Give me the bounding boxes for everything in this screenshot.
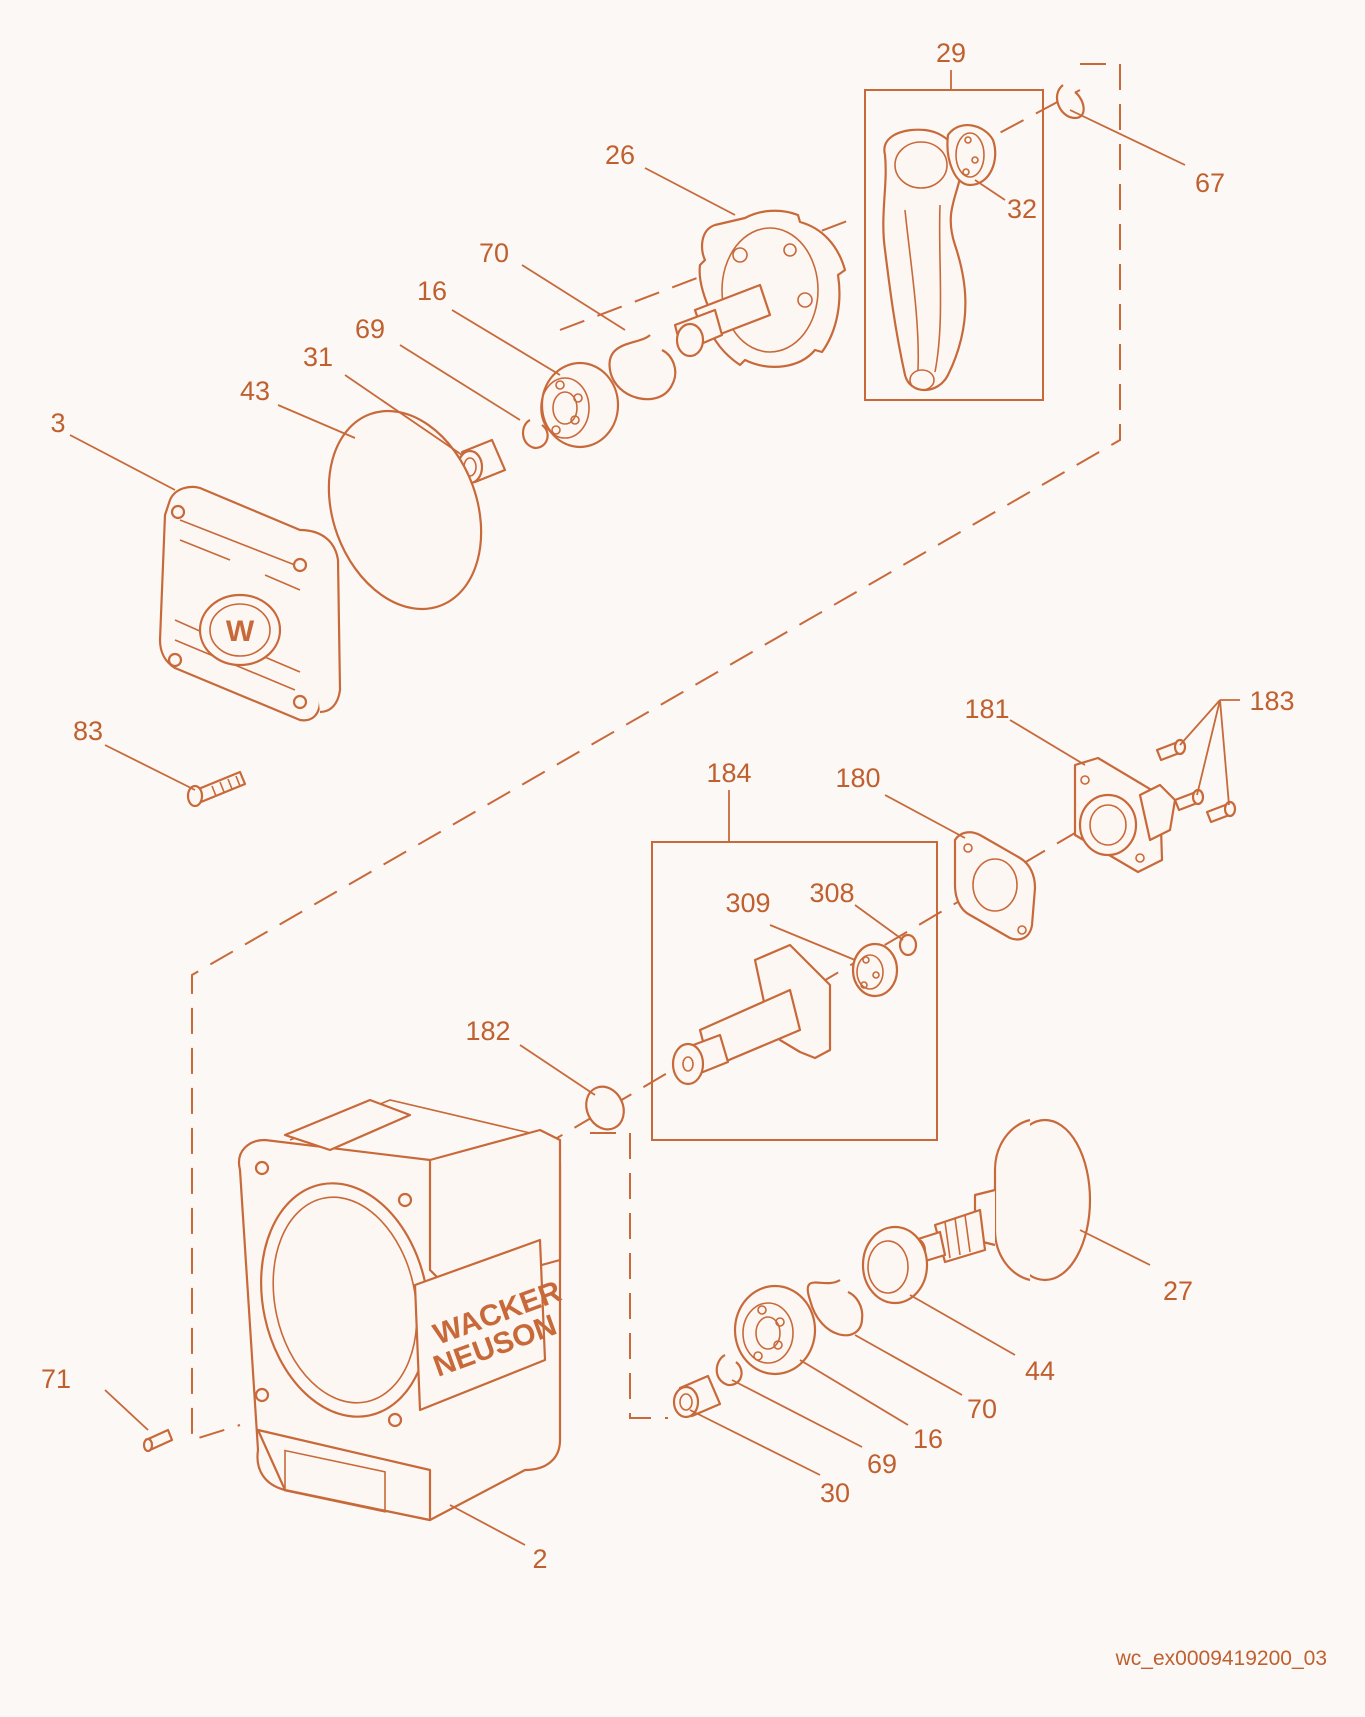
label-16-upper: 16 — [417, 276, 447, 306]
part-180-gasket — [953, 831, 1037, 941]
leader-lines — [69, 70, 1240, 1546]
part-44-seal — [861, 1225, 929, 1305]
part-70-retaining-ring-lower — [806, 1279, 864, 1337]
part-2-housing: WACKER NEUSON — [237, 1098, 566, 1522]
label-184: 184 — [706, 758, 751, 788]
label-70-upper: 70 — [479, 238, 509, 268]
label-2: 2 — [532, 1544, 547, 1574]
label-31: 31 — [303, 342, 333, 372]
label-183: 183 — [1249, 686, 1294, 716]
part-labels: 29 67 32 26 70 16 69 31 43 3 83 181 183 … — [41, 38, 1295, 1574]
part-71-pin — [142, 1428, 174, 1453]
label-69-upper: 69 — [355, 314, 385, 344]
label-32: 32 — [1007, 194, 1037, 224]
part-67-circlip — [1056, 84, 1085, 120]
part-31-needle-sleeve — [456, 438, 507, 485]
label-29: 29 — [936, 38, 966, 68]
part-69-circlip-upper — [522, 419, 549, 450]
part-83-screw — [186, 770, 247, 808]
label-67: 67 — [1195, 168, 1225, 198]
part-30-needle-sleeve — [672, 1374, 722, 1419]
label-83: 83 — [73, 716, 103, 746]
part-27-clutch-drum — [909, 1118, 1092, 1282]
part-70-retaining-ring-upper — [608, 334, 677, 401]
label-16-lower: 16 — [913, 1424, 943, 1454]
part-184-shaft-assembly — [651, 841, 938, 1141]
reference-code: wc_ex0009419200_03 — [1115, 1647, 1327, 1670]
label-182: 182 — [465, 1016, 510, 1046]
label-44: 44 — [1025, 1356, 1055, 1386]
label-70-lower: 70 — [967, 1394, 997, 1424]
label-27: 27 — [1163, 1276, 1193, 1306]
label-43: 43 — [240, 376, 270, 406]
label-26: 26 — [605, 140, 635, 170]
label-309: 309 — [725, 888, 770, 918]
label-180: 180 — [835, 763, 880, 793]
part-16-bearing-lower — [733, 1284, 817, 1376]
label-181: 181 — [964, 694, 1009, 724]
label-3: 3 — [50, 408, 65, 438]
label-308: 308 — [809, 878, 854, 908]
part-16-bearing-upper — [540, 361, 620, 449]
part-43-o-ring — [327, 409, 483, 611]
part-26-gear-shaft — [673, 209, 847, 368]
part-182-o-ring — [585, 1085, 625, 1131]
label-30: 30 — [820, 1478, 850, 1508]
part-69-circlip-lower — [715, 1354, 743, 1387]
cover-logo: W — [226, 615, 255, 648]
label-69-lower: 69 — [867, 1449, 897, 1479]
part-29-connecting-rod-assembly — [864, 89, 1044, 401]
part-181-bracket — [1073, 756, 1177, 874]
part-183-screws — [1155, 738, 1237, 824]
part-3-cover: W — [158, 485, 342, 722]
label-71: 71 — [41, 1364, 71, 1394]
